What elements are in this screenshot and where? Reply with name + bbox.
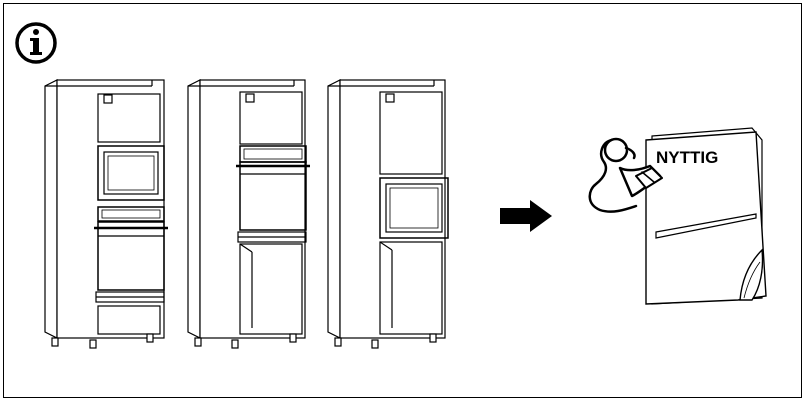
instruction-panel xyxy=(3,3,802,398)
info-icon xyxy=(15,22,57,64)
cabinet-oven-only xyxy=(187,79,310,349)
cabinet-oven-and-microwave xyxy=(44,79,168,349)
booklet: NYTTIG xyxy=(645,127,767,305)
arrow-right-icon xyxy=(500,200,552,232)
booklet-title: NYTTIG xyxy=(656,148,718,167)
cabinet-microwave-only xyxy=(327,79,449,349)
reading-figure-icon xyxy=(588,137,663,213)
